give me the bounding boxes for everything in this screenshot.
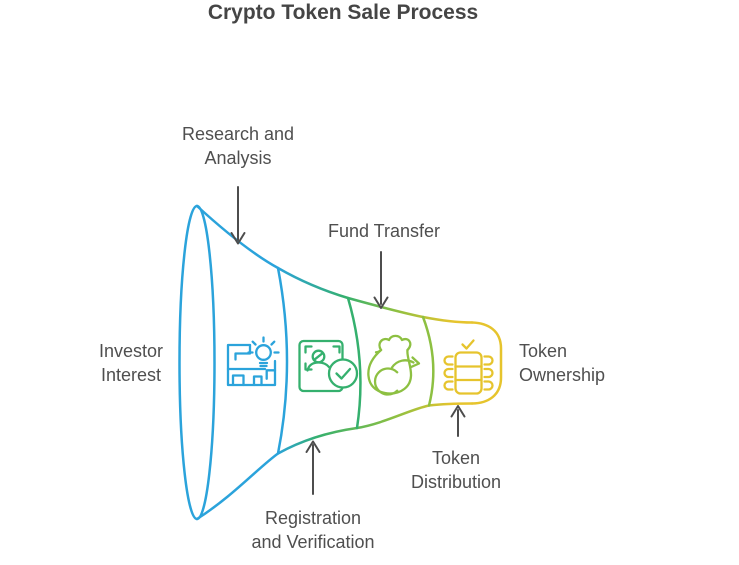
page-title: Crypto Token Sale Process [207, 1, 479, 24]
token-stack-icon [443, 339, 494, 395]
token-distribution-arrow-up-icon [450, 405, 466, 437]
label-fund-transfer: Fund Transfer [327, 221, 441, 241]
funnel-mouth-ellipse [178, 204, 216, 521]
stage-divider-2 [346, 296, 362, 430]
funnel-body [178, 204, 503, 521]
stage-divider-1 [276, 266, 289, 455]
funnel-end-cap [470, 321, 503, 405]
funnel-top-edge [195, 204, 474, 324]
stage-divider-3 [421, 315, 435, 407]
label-token-distribution: Token Distribution [410, 448, 502, 492]
research-arrow-down-icon [230, 186, 246, 245]
label-registration-verification: Registration and Verification [251, 508, 375, 552]
registration-arrow-up-icon [305, 440, 321, 495]
research-analysis-icon [226, 336, 280, 387]
fund-transfer-arrow-down-icon [373, 251, 389, 309]
label-investor-interest: Investor Interest [98, 341, 164, 385]
label-token-ownership: Token Ownership [519, 341, 606, 385]
label-research-analysis: Research and Analysis [181, 124, 295, 168]
money-bag-icon [367, 334, 421, 396]
funnel-bottom-edge [195, 402, 474, 521]
id-verification-icon [298, 339, 359, 393]
